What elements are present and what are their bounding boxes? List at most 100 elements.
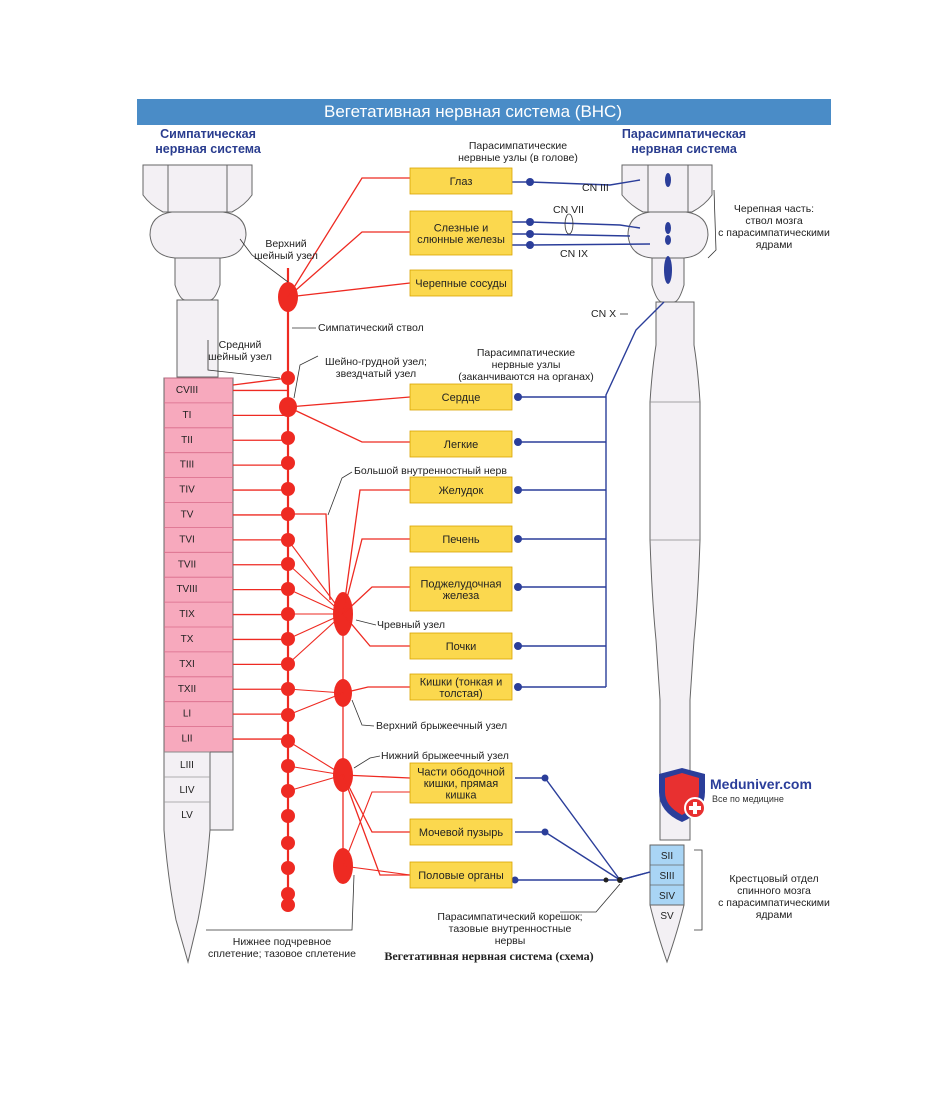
segment-label-tv: TV (181, 510, 194, 521)
cn7-fiber (512, 221, 641, 229)
fiber-lacrimal (287, 231, 410, 298)
fiber-genitals (342, 774, 410, 876)
segment-label-tvii: TVII (178, 559, 196, 570)
organ-box-lacrimal (409, 210, 513, 256)
label-superior-cervical-line-2: шейный узел (254, 250, 318, 262)
preganglionic-to-celiac (287, 588, 344, 615)
organ-label-cranial-vessels: Черепные сосуды (415, 278, 507, 290)
segment-label-tix: TIX (179, 609, 195, 620)
figure-caption: Вегетативная нервная система (схема) (384, 949, 593, 963)
label-sacral-part-line-1: Крестцовый отдел (729, 873, 818, 885)
label-cn3: CN III (582, 182, 609, 194)
fiber-bladder (342, 774, 410, 833)
sympathetic-heading-line2: нервная система (155, 142, 262, 156)
title: Вегетативная нервная система (ВНС) (324, 102, 622, 121)
right-spinal-cord (621, 164, 713, 964)
left-spinal-cord (142, 164, 253, 964)
organ-label-heart: Сердце (442, 392, 481, 404)
organ-label-lacrimal: слюнные железы (417, 234, 505, 246)
organ-label-bladder: Мочевой пузырь (419, 827, 504, 839)
label-superior-cervical-line-1: Верхний (265, 238, 306, 250)
leader-line (327, 471, 353, 516)
organ-box-lungs (409, 430, 513, 458)
segment-label-tviii: TVIII (176, 584, 197, 595)
leader-line (239, 238, 289, 283)
segment-label-tvi: TVI (179, 534, 195, 545)
leader-line (293, 355, 319, 399)
organ-label-kidneys: Почки (446, 641, 476, 653)
fiber-pelvic-genitals (342, 865, 411, 876)
leader-line (355, 619, 377, 626)
trunk-ganglion (281, 456, 295, 470)
label-para-head-line-1: Парасимпатические (469, 140, 567, 152)
organ-box-pancreas (409, 566, 513, 612)
intramural-ganglion (514, 642, 522, 650)
organ-label-genitals: Половые органы (418, 870, 504, 882)
preganglionic-to-celiac (287, 613, 344, 665)
label-cranial-part-line-3: с парасимпатическими (718, 227, 830, 239)
organ-box-kidneys (409, 632, 513, 660)
leader-line (353, 755, 381, 769)
label-stellate-line-2: звездчатый узел (336, 368, 416, 380)
label-pelvic-root-line-2: тазовые внутренностные (449, 923, 572, 935)
organ-label-pancreas: Поджелудочная (420, 578, 501, 590)
brainstem-nuclei (664, 173, 672, 284)
sympathetic-pathways (232, 177, 411, 912)
organ-label-colon: Части ободочной (417, 767, 505, 779)
preganglionic-to-celiac (287, 539, 344, 615)
parasympathetic-heading-line2: нервная система (631, 142, 738, 156)
cn3-fiber (512, 179, 641, 186)
organ-box-liver (409, 525, 513, 553)
fiber-eye (287, 177, 410, 298)
segment-label-txi: TXI (179, 659, 195, 670)
trunk-ganglion (281, 482, 295, 496)
label-para-organs-line-2: нервные узлы (492, 359, 561, 371)
fiber-lungs (287, 406, 410, 443)
organ-box-intestine (409, 673, 513, 701)
organ-label-liver: Печень (442, 534, 480, 546)
pelvic-nerve-genitals (515, 871, 651, 881)
fiber-stomach (342, 489, 410, 615)
preganglionic-to-inf-mesenteric (287, 740, 344, 776)
intramural-ganglion (514, 438, 522, 446)
label-cranial-part-line-2: ствол мозга (745, 215, 803, 227)
label-sup-mesenteric: Верхний брыжеечный узел (376, 720, 507, 732)
label-para-organs-line-1: Парасимпатические (477, 347, 575, 359)
trunk-ganglion (281, 887, 295, 901)
segment-label-li: LI (183, 709, 191, 720)
pelvic-ganglion (541, 774, 549, 782)
label-sacral-part-line-4: ядрами (756, 909, 793, 921)
intramural-ganglion (514, 683, 522, 691)
intramural-ganglion (514, 393, 522, 401)
leader-line (707, 189, 717, 259)
trunk-ganglion (281, 431, 295, 445)
segment-label-tx: TX (181, 634, 194, 645)
intramural-ganglion (514, 535, 522, 543)
label-cn9: CN IX (560, 248, 588, 260)
organ-label-lacrimal: Слезные и (434, 222, 489, 234)
organ-label-lungs: Легкие (444, 439, 478, 451)
fiber-cranial-vessels (287, 282, 411, 298)
segment-label-tii: TII (181, 435, 193, 446)
organ-box-genitals (409, 861, 513, 889)
preganglionic-to-sup-mesenteric (287, 688, 344, 694)
sympathetic-heading-line1: Симпатическая (160, 127, 256, 141)
segment-label-lii: LII (181, 734, 192, 745)
preganglionic-to-inf-mesenteric (287, 774, 344, 792)
organ-box-colon (409, 762, 513, 804)
otic-ganglion (526, 241, 534, 249)
organ-label-colon: кишки, прямая (424, 778, 498, 790)
organ-label-pancreas: железа (443, 590, 480, 602)
leader-line (207, 340, 281, 379)
segment-label-ti: TI (183, 410, 192, 421)
organ-box-stomach (409, 476, 513, 504)
label-cn10: CN X (591, 308, 616, 320)
label-sacral-part-line-2: спинного мозга (737, 885, 811, 897)
label-pelvic-root-line-1: Парасимпатический корешок; (437, 911, 582, 923)
pterygopalatine-ganglion (526, 218, 534, 226)
leader-line (694, 849, 703, 931)
segment-label-sii: SII (661, 851, 673, 862)
